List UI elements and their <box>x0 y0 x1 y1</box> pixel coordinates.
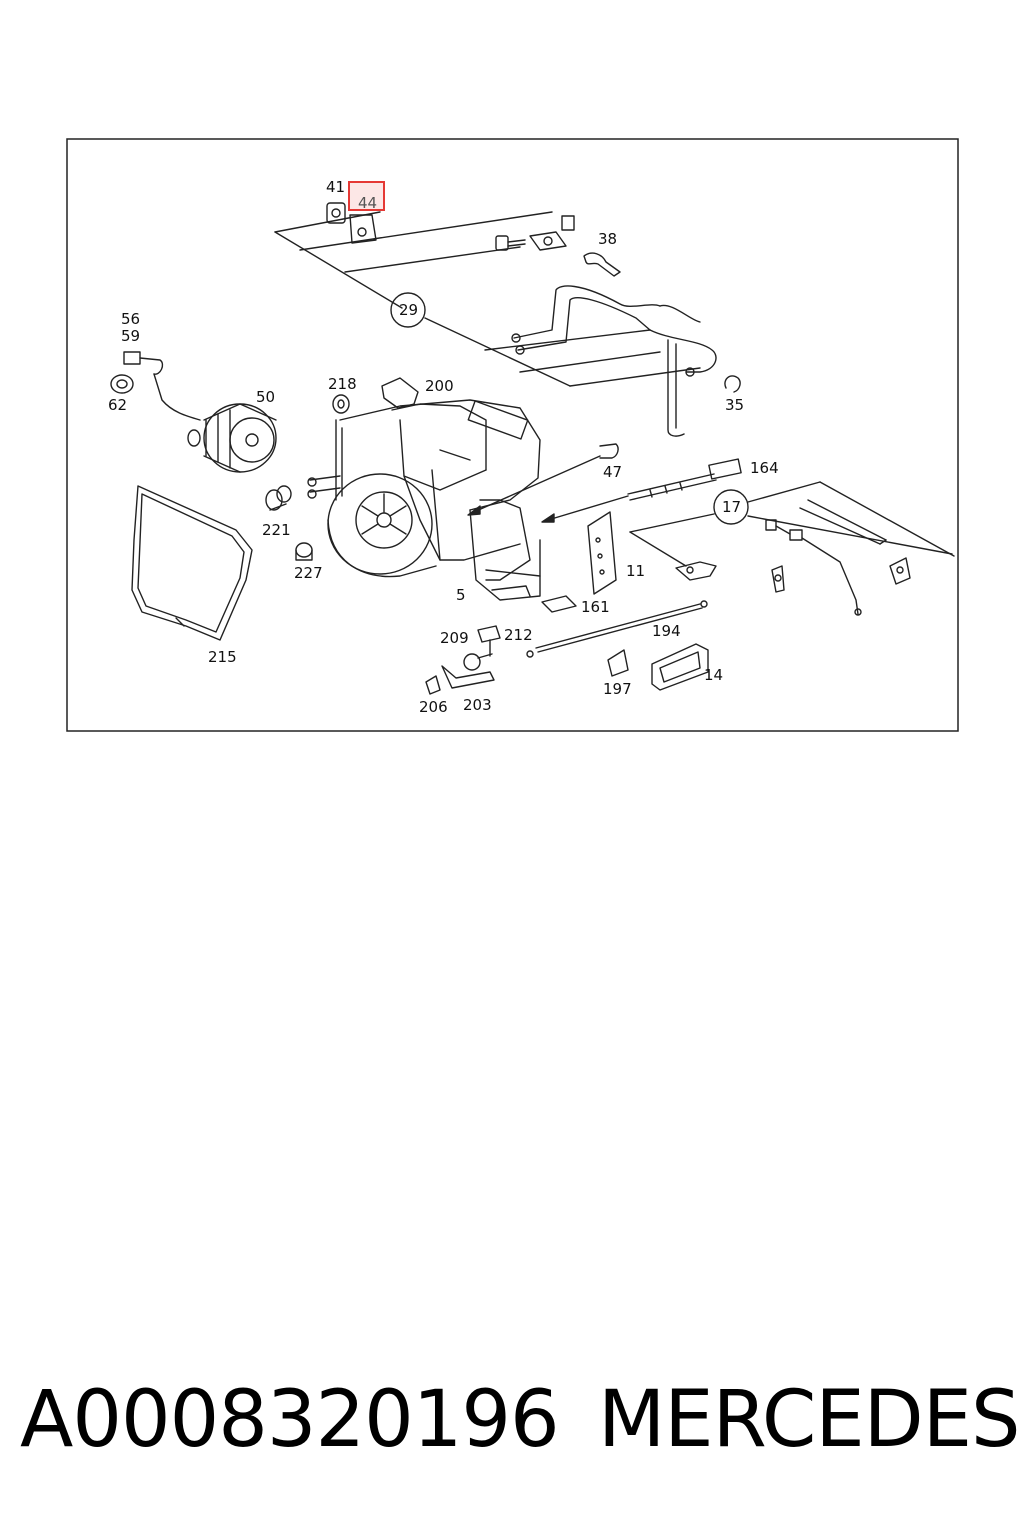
callout-200: 200 <box>425 377 454 395</box>
gasket-top <box>529 231 567 251</box>
callout-29: 29 <box>399 301 418 319</box>
blower-wheel <box>327 469 441 578</box>
callout-206: 206 <box>419 698 448 716</box>
clamp-38 <box>583 252 621 277</box>
screw-209 <box>463 653 493 671</box>
bracket-44 <box>349 214 377 244</box>
callout-5: 5 <box>456 586 466 604</box>
callout-212: 212 <box>504 626 533 644</box>
pointer-arrows <box>467 455 629 523</box>
clip-161 <box>541 595 577 613</box>
seal-215 <box>131 485 253 641</box>
callout-221: 221 <box>262 521 291 539</box>
callout-50: 50 <box>256 388 275 406</box>
part-218 <box>332 394 350 414</box>
cable-194 <box>526 600 708 658</box>
callout-44: 44 <box>358 194 377 212</box>
callout-11: 11 <box>626 562 645 580</box>
callout-47: 47 <box>603 463 622 481</box>
callout-41: 41 <box>326 178 345 196</box>
clip-part <box>771 565 785 593</box>
callout-38: 38 <box>598 230 617 248</box>
group-29-plane <box>274 211 701 387</box>
flap-11 <box>587 511 617 595</box>
parts-diagram: 41 44 38 29 56 59 62 50 218 200 35 47 16… <box>66 138 959 732</box>
diagram-frame <box>66 138 959 732</box>
screw-212 <box>477 625 501 657</box>
vent-14 <box>651 643 709 691</box>
bracket-200 <box>381 377 419 409</box>
footer: A0008320196 MERCEDES <box>0 1370 1024 1470</box>
callout-56: 56 <box>121 310 140 328</box>
callout-14: 14 <box>704 666 723 684</box>
callout-164: 164 <box>750 459 779 477</box>
clip-206 <box>425 675 441 695</box>
bolt-top <box>495 235 526 251</box>
heater-housing-5 <box>307 399 541 601</box>
part-227 <box>295 542 313 561</box>
callout-194: 194 <box>652 622 681 640</box>
callout-62: 62 <box>108 396 127 414</box>
part-number: A0008320196 <box>20 1375 560 1465</box>
bracket-41 <box>326 202 346 224</box>
highlight-box <box>348 181 385 211</box>
connector-56-59 <box>123 351 201 421</box>
clip-top <box>561 215 575 231</box>
part-221 <box>265 485 292 511</box>
shaft-164 <box>627 458 742 501</box>
lever-part <box>675 561 717 581</box>
callout-215: 215 <box>208 648 237 666</box>
bracket-203 <box>441 665 495 689</box>
clip-35 <box>724 375 741 393</box>
linkage-rod <box>765 519 862 616</box>
callout-203: 203 <box>463 696 492 714</box>
callout-197: 197 <box>603 680 632 698</box>
bracket-right <box>889 557 911 585</box>
callout-circle-29 <box>390 292 426 328</box>
callout-59: 59 <box>121 327 140 345</box>
callout-17: 17 <box>722 498 741 516</box>
blower-motor-50 <box>187 403 277 473</box>
callout-circle-17 <box>713 489 749 525</box>
clip-197 <box>607 649 629 677</box>
callout-161: 161 <box>581 598 610 616</box>
clip-47 <box>599 443 619 459</box>
callout-227: 227 <box>294 564 323 582</box>
group-17-plane <box>629 481 955 567</box>
coolant-pipes <box>511 285 717 437</box>
callout-218: 218 <box>328 375 357 393</box>
grommet-62 <box>110 374 134 394</box>
brand-name: MERCEDES <box>598 1375 1020 1465</box>
callout-209: 209 <box>440 629 469 647</box>
callout-35: 35 <box>725 396 744 414</box>
